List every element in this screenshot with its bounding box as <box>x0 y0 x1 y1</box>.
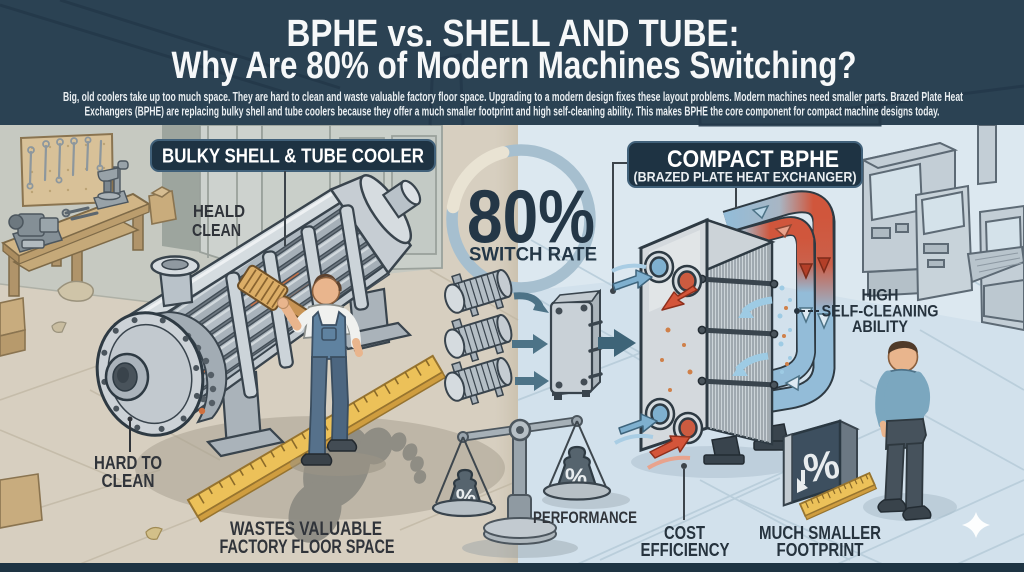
svg-text:PERFORMANCE: PERFORMANCE <box>533 508 637 527</box>
svg-text:CLEAN: CLEAN <box>102 470 155 491</box>
svg-text:HARD TO: HARD TO <box>94 452 162 473</box>
svg-text:80%: 80% <box>467 175 595 259</box>
svg-text:HIGH: HIGH <box>862 287 899 305</box>
svg-text:BULKY SHELL & TUBE COOLER: BULKY SHELL & TUBE COOLER <box>162 146 424 168</box>
svg-text:BPHE vs. SHELL AND TUBE:: BPHE vs. SHELL AND TUBE: <box>287 13 740 55</box>
svg-text:Big, old coolers take up too m: Big, old coolers take up too much space.… <box>63 89 963 104</box>
svg-text:%: % <box>801 443 843 492</box>
svg-text:EFFICIENCY: EFFICIENCY <box>641 539 731 560</box>
svg-text:(BRAZED PLATE HEAT EXCHANGER): (BRAZED PLATE HEAT EXCHANGER) <box>634 169 857 185</box>
svg-text:FOOTPRINT: FOOTPRINT <box>777 539 865 560</box>
svg-text:Exchangers (BPHE) are replacin: Exchangers (BPHE) are replacing bulky sh… <box>85 104 940 119</box>
svg-text:HEALD: HEALD <box>193 201 245 221</box>
svg-text:COMPACT BPHE: COMPACT BPHE <box>667 146 839 173</box>
svg-text:COST: COST <box>664 522 706 543</box>
svg-text:CLEAN: CLEAN <box>192 220 241 240</box>
svg-text:MUCH SMALLER: MUCH SMALLER <box>759 522 881 543</box>
svg-text:SELF-CLEANING: SELF-CLEANING <box>822 303 939 321</box>
svg-text:ABILITY: ABILITY <box>852 318 908 336</box>
svg-text:FACTORY FLOOR SPACE: FACTORY FLOOR SPACE <box>220 537 395 558</box>
svg-text:Why Are 80% of Modern Machines: Why Are 80% of Modern Machines Switching… <box>172 45 857 87</box>
svg-text:WASTES VALUABLE: WASTES VALUABLE <box>230 519 382 540</box>
svg-text:SWITCH RATE: SWITCH RATE <box>469 245 597 266</box>
